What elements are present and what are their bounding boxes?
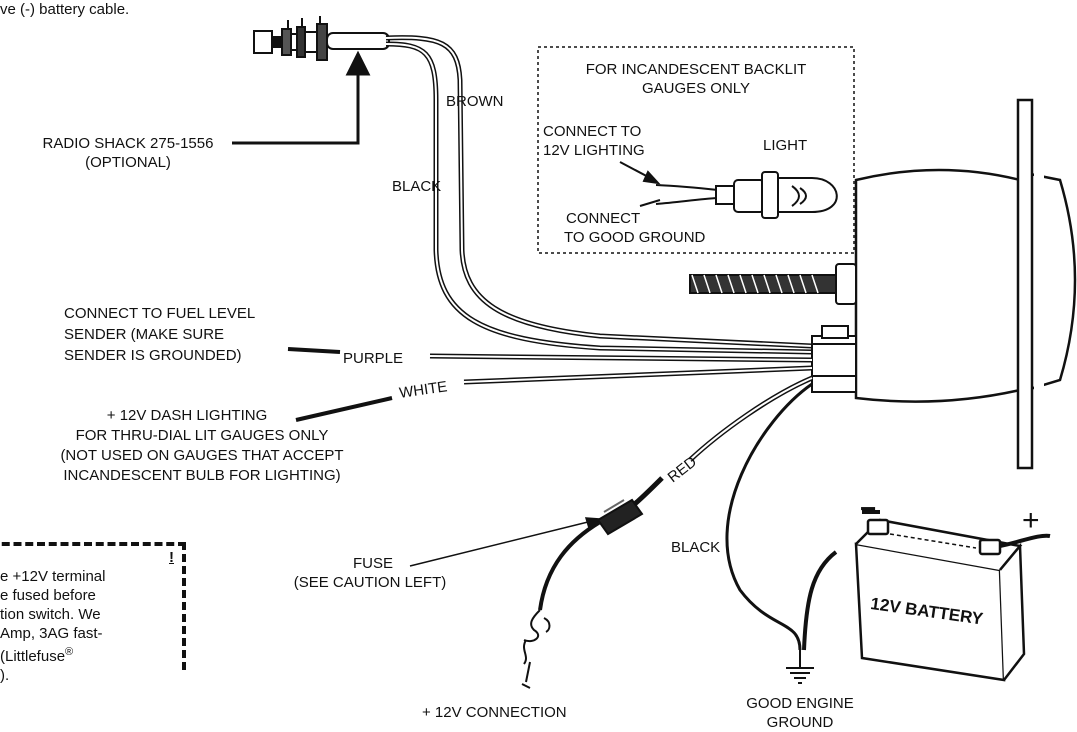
radio-shack-arrow <box>232 50 371 145</box>
dash-lighting-label: + 12V DASH LIGHTING FOR THRU-DIAL LIT GA… <box>34 406 370 486</box>
fuse-line2: (SEE CAUTION LEFT) <box>293 574 447 591</box>
gauge-stud <box>689 263 857 305</box>
connect-line1: CONNECT <box>566 210 641 227</box>
incandescent-line2: GAUGES ONLY <box>641 80 751 97</box>
lighting-arrow <box>619 161 661 207</box>
connect-ground-label: CONNECT TO GOOD GROUND <box>564 209 706 247</box>
fuse <box>596 498 644 536</box>
light-label: LIGHT <box>763 137 808 154</box>
engine-ground-label: GOOD ENGINE GROUND <box>736 694 864 732</box>
battery <box>802 518 1051 682</box>
red-wire <box>538 375 813 611</box>
fuel-level-label: CONNECT TO FUEL LEVEL SENDER (MAKE SURE … <box>64 303 255 366</box>
dash-line2: FOR THRU-DIAL LIT GAUGES ONLY <box>75 427 329 444</box>
black-top-label: BLACK <box>392 178 442 195</box>
plus12-terminal <box>521 609 551 689</box>
connect-line2: TO GOOD GROUND <box>564 229 706 246</box>
push-button-switch <box>253 16 390 61</box>
fuse-line1: FUSE <box>352 555 393 572</box>
caution-line2: e +12V terminal <box>0 568 106 585</box>
dash-line3: (NOT USED ON GAUGES THAT ACCEPT <box>60 447 344 464</box>
caution-line7: ). <box>0 667 10 684</box>
caution-box <box>0 542 186 670</box>
caution-text: ! e +12V terminal e fused before tion sw… <box>0 548 182 685</box>
connect-to-line2: 12V LIGHTING <box>543 142 645 159</box>
connector-block <box>811 325 857 393</box>
radio-shack-label: RADIO SHACK 275-1556 (OPTIONAL) <box>28 134 228 172</box>
purple-label: PURPLE <box>343 350 404 367</box>
caution-line6-wrap: (Littlefuse® <box>0 643 182 666</box>
ground-wire <box>725 382 813 651</box>
fuse-label: FUSE (SEE CAUTION LEFT) <box>270 554 470 592</box>
ground-line1: GOOD ENGINE <box>746 695 854 712</box>
caution-line1: ! <box>169 549 174 566</box>
incandescent-title: FOR INCANDESCENT BACKLIT GAUGES ONLY <box>548 60 844 98</box>
ground-symbol <box>786 650 814 684</box>
plus12-connection-label: + 12V CONNECTION <box>422 704 567 721</box>
dash-line4: INCANDESCENT BULB FOR LIGHTING) <box>63 467 341 484</box>
registered-mark: ® <box>65 646 74 658</box>
battery-plus-label: + <box>1022 504 1040 537</box>
connect-to-lighting-label: CONNECT TO 12V LIGHTING <box>543 122 645 160</box>
incandescent-box <box>537 46 855 254</box>
bulb-socket <box>655 171 838 219</box>
radio-shack-line2: (OPTIONAL) <box>85 154 171 171</box>
brown-label: BROWN <box>446 93 504 110</box>
header-fragment: ve (-) battery cable. <box>0 1 130 18</box>
purple-white-wires <box>287 347 813 422</box>
radio-shack-line1: RADIO SHACK 275-1556 <box>42 135 214 152</box>
ground-line2: GROUND <box>766 714 834 731</box>
connect-to-line1: CONNECT TO <box>543 123 642 140</box>
fuel-line3: SENDER IS GROUNDED) <box>64 347 242 364</box>
incandescent-line1: FOR INCANDESCENT BACKLIT <box>585 61 807 78</box>
caution-line4: tion switch. We <box>0 606 101 623</box>
fuse-arrow <box>409 517 602 567</box>
black-bottom-label: BLACK <box>671 539 721 556</box>
gauge <box>854 98 1077 470</box>
battery-minus-label: − <box>860 493 877 524</box>
fuel-line2: SENDER (MAKE SURE <box>64 326 225 343</box>
switch-wires <box>385 35 813 355</box>
fuel-line1: CONNECT TO FUEL LEVEL <box>64 305 256 322</box>
caution-line3: e fused before <box>0 587 96 604</box>
dash-line1: + 12V DASH LIGHTING <box>106 407 268 424</box>
caution-line5: Amp, 3AG fast- <box>0 625 103 642</box>
caution-line6: (Littlefuse <box>0 648 66 665</box>
